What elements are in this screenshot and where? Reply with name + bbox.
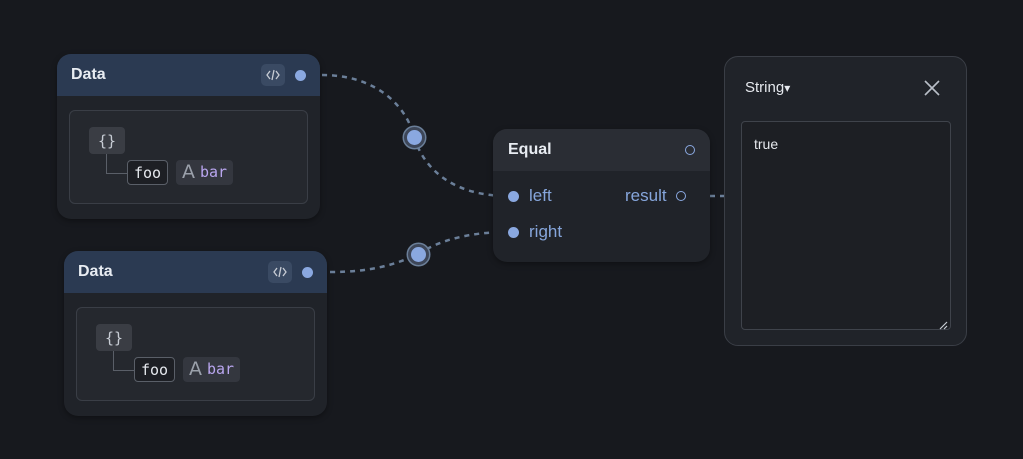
node-output-port[interactable] <box>685 145 695 155</box>
output-pin-result[interactable]: result <box>625 186 686 206</box>
tree-connector <box>113 351 135 371</box>
pin-label: result <box>625 186 667 205</box>
wire-data2-to-reroute2[interactable] <box>329 252 419 274</box>
value-text: bar <box>207 360 235 378</box>
output-port[interactable] <box>302 266 313 278</box>
data-node-2[interactable]: Data {} foo A bar <box>64 251 327 416</box>
reroute-point-1[interactable] <box>404 127 425 148</box>
equal-node-header[interactable]: Equal <box>493 129 710 171</box>
close-icon[interactable] <box>923 79 941 97</box>
string-type-icon: A <box>189 358 202 380</box>
value-chip[interactable]: A bar <box>183 357 241 382</box>
resize-grip-icon[interactable] <box>938 317 948 330</box>
reroute-point-2[interactable] <box>408 244 429 265</box>
object-brace[interactable]: {} <box>89 127 125 154</box>
type-label: String <box>745 79 785 96</box>
pin-label: left <box>529 186 552 205</box>
type-dropdown[interactable]: String▾ <box>745 79 790 96</box>
node-title: Data <box>78 263 113 280</box>
output-port[interactable] <box>295 69 306 81</box>
value-text: bar <box>200 163 228 181</box>
equal-node[interactable]: Equal left right result <box>493 129 710 262</box>
value-textarea[interactable]: true <box>741 121 951 330</box>
data-node-1[interactable]: Data {} foo A bar <box>57 54 320 219</box>
value-viewer-panel: String▾ true <box>724 56 967 346</box>
node-title: Data <box>71 66 106 83</box>
wire-data1-to-reroute1[interactable] <box>321 73 416 138</box>
code-icon[interactable] <box>261 64 285 86</box>
json-data-view: {} foo A bar <box>69 110 308 204</box>
node-title: Equal <box>508 141 552 158</box>
chevron-down-icon: ▾ <box>784 81 791 95</box>
pin-label: right <box>529 222 563 241</box>
data-node-header[interactable]: Data <box>57 54 320 96</box>
input-port[interactable] <box>508 226 519 238</box>
string-type-icon: A <box>182 161 195 183</box>
key-chip[interactable]: foo <box>134 357 176 382</box>
input-pin-right[interactable]: right <box>508 222 562 242</box>
data-node-header[interactable]: Data <box>64 251 327 293</box>
object-brace[interactable]: {} <box>96 324 132 351</box>
json-data-view: {} foo A bar <box>76 307 315 401</box>
value-text: true <box>754 136 779 152</box>
input-port[interactable] <box>508 190 519 202</box>
value-chip[interactable]: A bar <box>176 160 234 185</box>
code-icon[interactable] <box>268 261 292 283</box>
output-port[interactable] <box>675 191 686 201</box>
input-pin-left[interactable]: left <box>508 186 552 206</box>
tree-connector <box>106 154 128 174</box>
key-chip[interactable]: foo <box>127 160 169 185</box>
